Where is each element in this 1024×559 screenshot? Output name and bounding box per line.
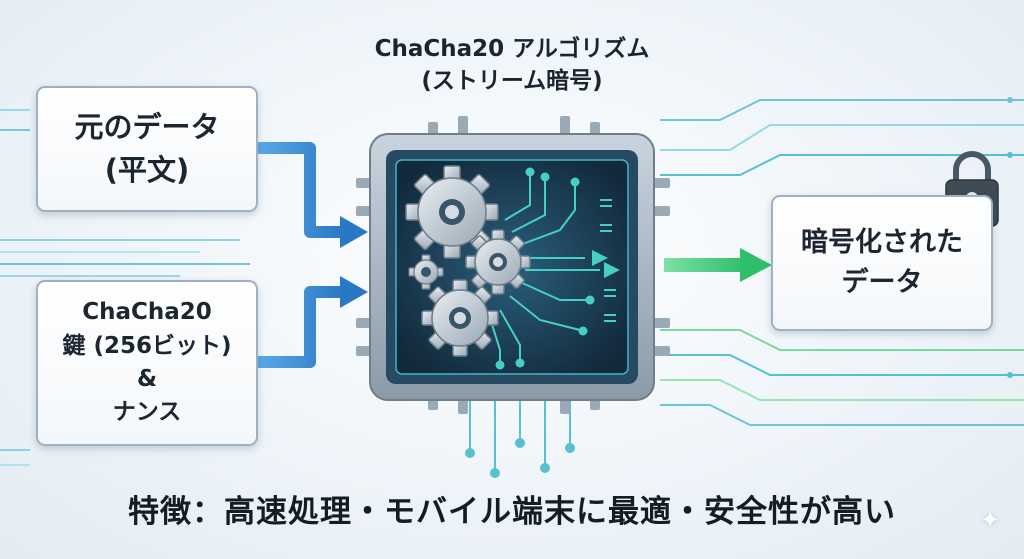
plaintext-arrow bbox=[258, 142, 368, 248]
plaintext-sublabel: (平文) bbox=[104, 153, 190, 187]
key-label-cipher: ChaCha20 bbox=[82, 299, 212, 326]
ciphertext-box: 暗号化された データ bbox=[771, 195, 993, 331]
plaintext-box: 元のデータ (平文) bbox=[36, 86, 258, 212]
right-circuit-lines bbox=[660, 97, 1024, 426]
sparkle-icon: ✦ bbox=[980, 506, 1001, 534]
title-line-2: (ストリーム暗号) bbox=[421, 67, 603, 94]
arrow-icon bbox=[664, 248, 772, 282]
ciphertext-sublabel: データ bbox=[841, 267, 923, 298]
diagram-title: ChaCha20 アルゴリズム (ストリーム暗号) bbox=[312, 34, 712, 97]
features-caption: 特徴：高速処理・モバイル端末に最適・安全性が高い bbox=[128, 494, 896, 530]
bottom-chip-traces bbox=[465, 400, 575, 478]
left-circuit-lines bbox=[0, 109, 250, 466]
key-arrow bbox=[258, 276, 368, 368]
gear-icon bbox=[465, 229, 531, 295]
gear-icon bbox=[421, 279, 499, 357]
nonce-label: ナンス bbox=[112, 399, 182, 426]
key-nonce-box: ChaCha20 鍵 (256ビット) & ナンス bbox=[36, 280, 258, 446]
key-label-size: 鍵 (256ビット) bbox=[62, 332, 232, 359]
ciphertext-label: 暗号化された bbox=[801, 226, 963, 258]
plaintext-label: 元のデータ bbox=[74, 109, 220, 144]
chip-icon bbox=[356, 116, 670, 414]
key-label-ampersand: & bbox=[136, 366, 158, 392]
title-line-1: ChaCha20 アルゴリズム bbox=[374, 36, 650, 62]
gear-icon bbox=[408, 254, 444, 290]
